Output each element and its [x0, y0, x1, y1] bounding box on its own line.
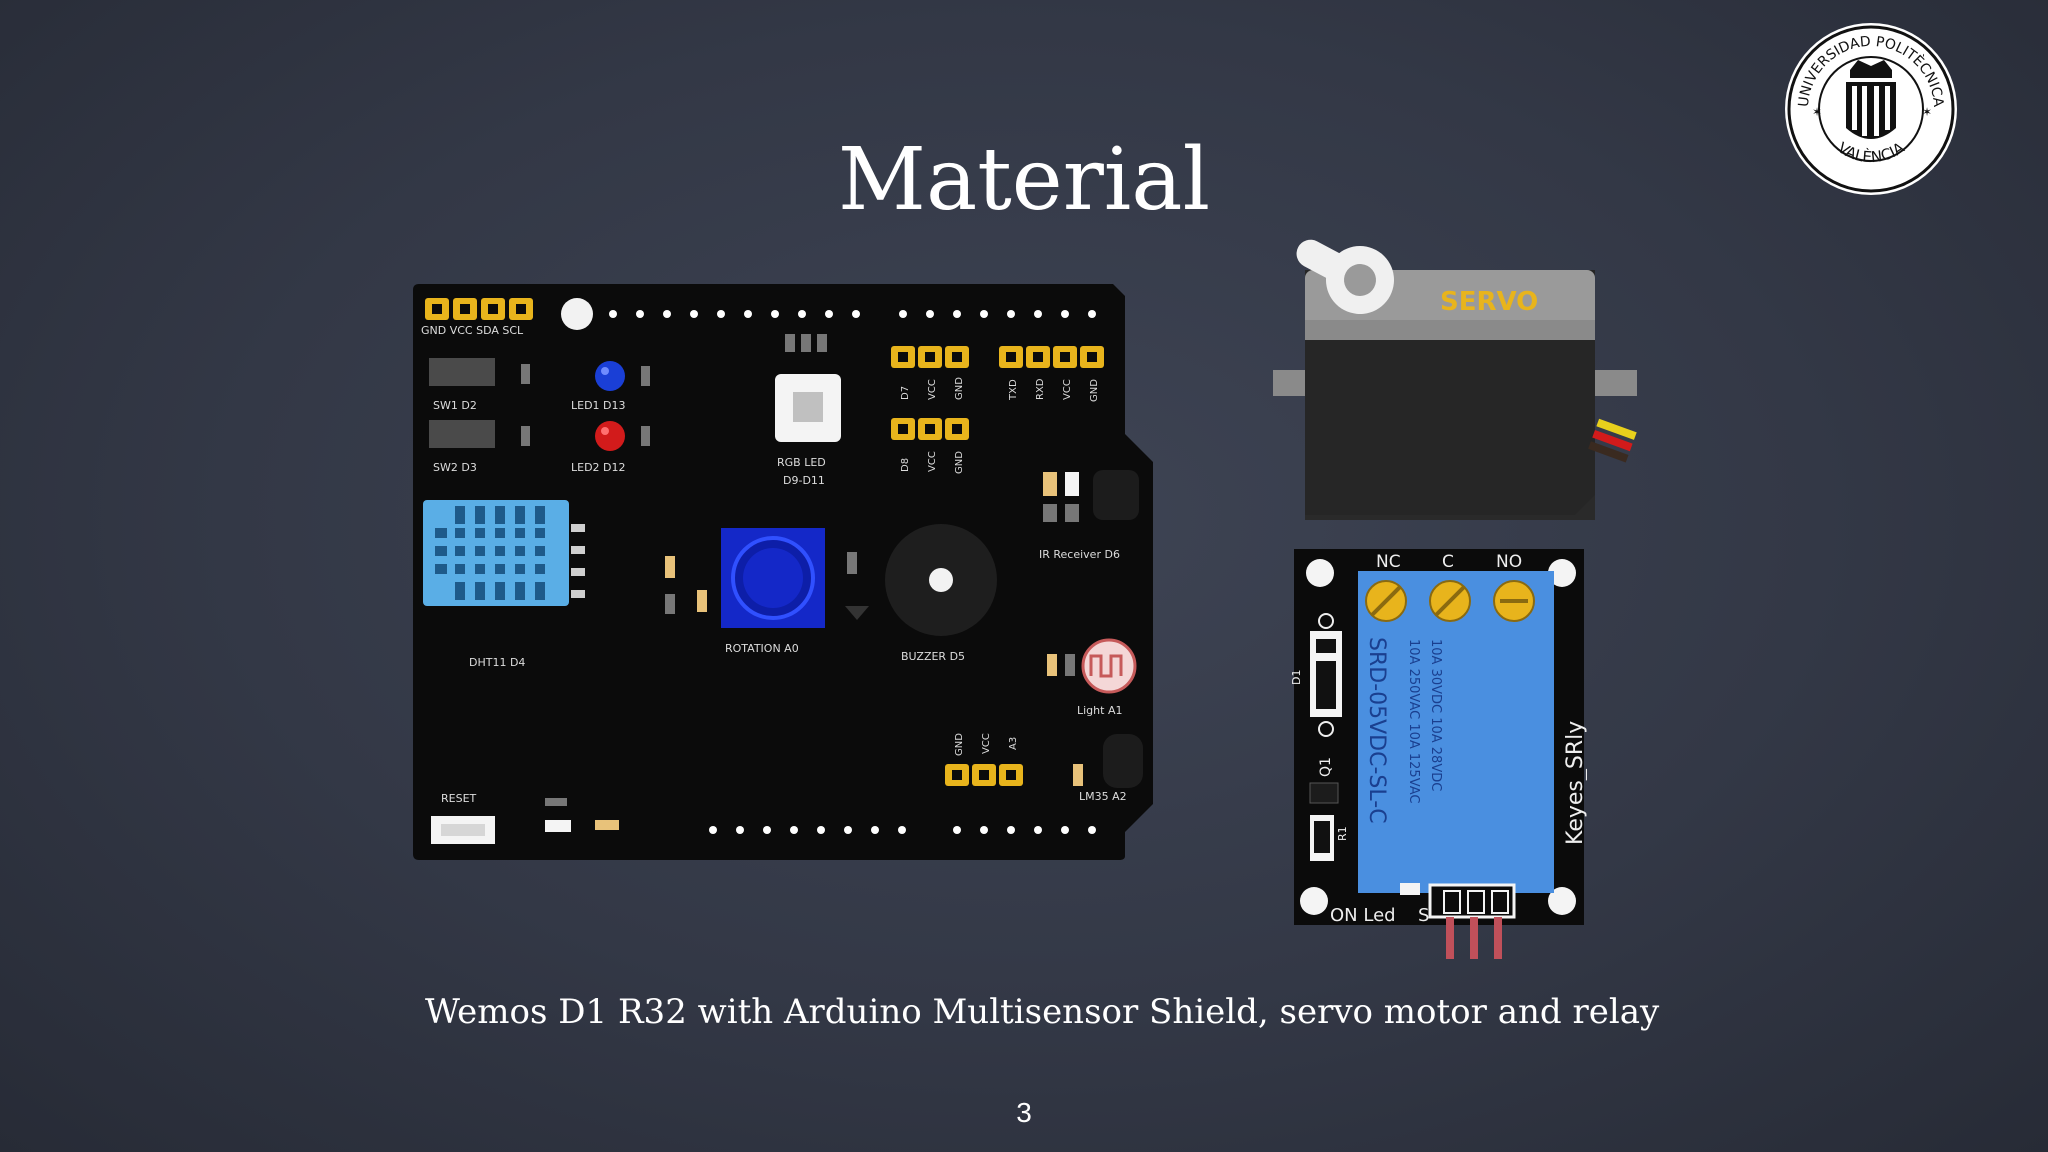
relay-no-label: NO [1496, 552, 1522, 572]
relay-s-label: S [1418, 905, 1429, 926]
i2c-header-label: GND VCC SDA SCL [421, 324, 524, 337]
rotation-label: ROTATION A0 [725, 642, 799, 655]
rgb-led-label: RGB LED [777, 456, 826, 469]
relay-on-led-label: ON Led [1330, 905, 1396, 926]
reset-label: RESET [441, 792, 477, 805]
relay-d1-label: D1 [1292, 670, 1303, 685]
pin-rxd-label: RXD [1035, 378, 1046, 400]
relay-brand-label: Keyes_SRly [1563, 721, 1587, 845]
buzzer-label: BUZZER D5 [901, 650, 965, 663]
pin-vcc-label: VCC [927, 379, 938, 400]
relay-c-label: C [1442, 552, 1454, 572]
page-number: 3 [1016, 1097, 1032, 1128]
sw2-label: SW2 D3 [433, 461, 477, 474]
pin-vcc-label-3: VCC [1062, 379, 1073, 400]
light-label: Light A1 [1077, 704, 1122, 717]
pin-txd-label: TXD [1008, 379, 1019, 401]
dht11-label: DHT11 D4 [469, 656, 525, 669]
pin-vcc-label-4: VCC [981, 733, 992, 754]
servo-motor-image: SERVO [1273, 239, 1637, 520]
pin-d7-label: D7 [900, 386, 911, 400]
pin-gnd-label-4: GND [954, 733, 965, 756]
pin-gnd-label: GND [954, 377, 965, 400]
led1-label: LED1 D13 [571, 399, 626, 412]
relay-model-label: SRD-05VDC-SL-C [1364, 637, 1389, 824]
slide-caption: Wemos D1 R32 with Arduino Multisensor Sh… [425, 992, 1660, 1032]
university-seal-logo: UNIVERSIDAD POLITÈCNICA VALÈNCIA ✶ ✶ [1785, 23, 1957, 195]
servo-label: SERVO [1440, 287, 1538, 317]
relay-rating2-label: 10A 30VDC 10A 28VDC [1428, 639, 1443, 791]
relay-rating1-label: 10A 250VAC 10A 125VAC [1406, 639, 1421, 804]
sw1-label: SW1 D2 [433, 399, 477, 412]
relay-module-image: NC C NO SRD-05VDC-SL-C 10A 250VAC 10A 12… [1292, 549, 1587, 959]
slide-title: Material [837, 130, 1211, 230]
svg-text:✶: ✶ [1922, 105, 1932, 119]
rgb-pins-label: D9-D11 [783, 474, 825, 487]
pin-a3-label: A3 [1008, 737, 1019, 750]
ir-receiver-label: IR Receiver D6 [1039, 548, 1120, 561]
pin-gnd-label-3: GND [1089, 379, 1100, 402]
multisensor-shield-image: GND VCC SDA SCL SW1 D2 SW2 D3 LED1 D13 L… [413, 284, 1153, 860]
relay-nc-label: NC [1376, 552, 1401, 572]
relay-r1-label: R1 [1336, 826, 1349, 841]
relay-q1-label: Q1 [1318, 757, 1334, 777]
svg-text:✶: ✶ [1812, 105, 1822, 119]
pin-d8-label: D8 [900, 458, 911, 472]
pin-vcc-label-2: VCC [927, 451, 938, 472]
lm35-label: LM35 A2 [1079, 790, 1127, 803]
led2-label: LED2 D12 [571, 461, 626, 474]
pin-gnd-label-2: GND [954, 451, 965, 474]
